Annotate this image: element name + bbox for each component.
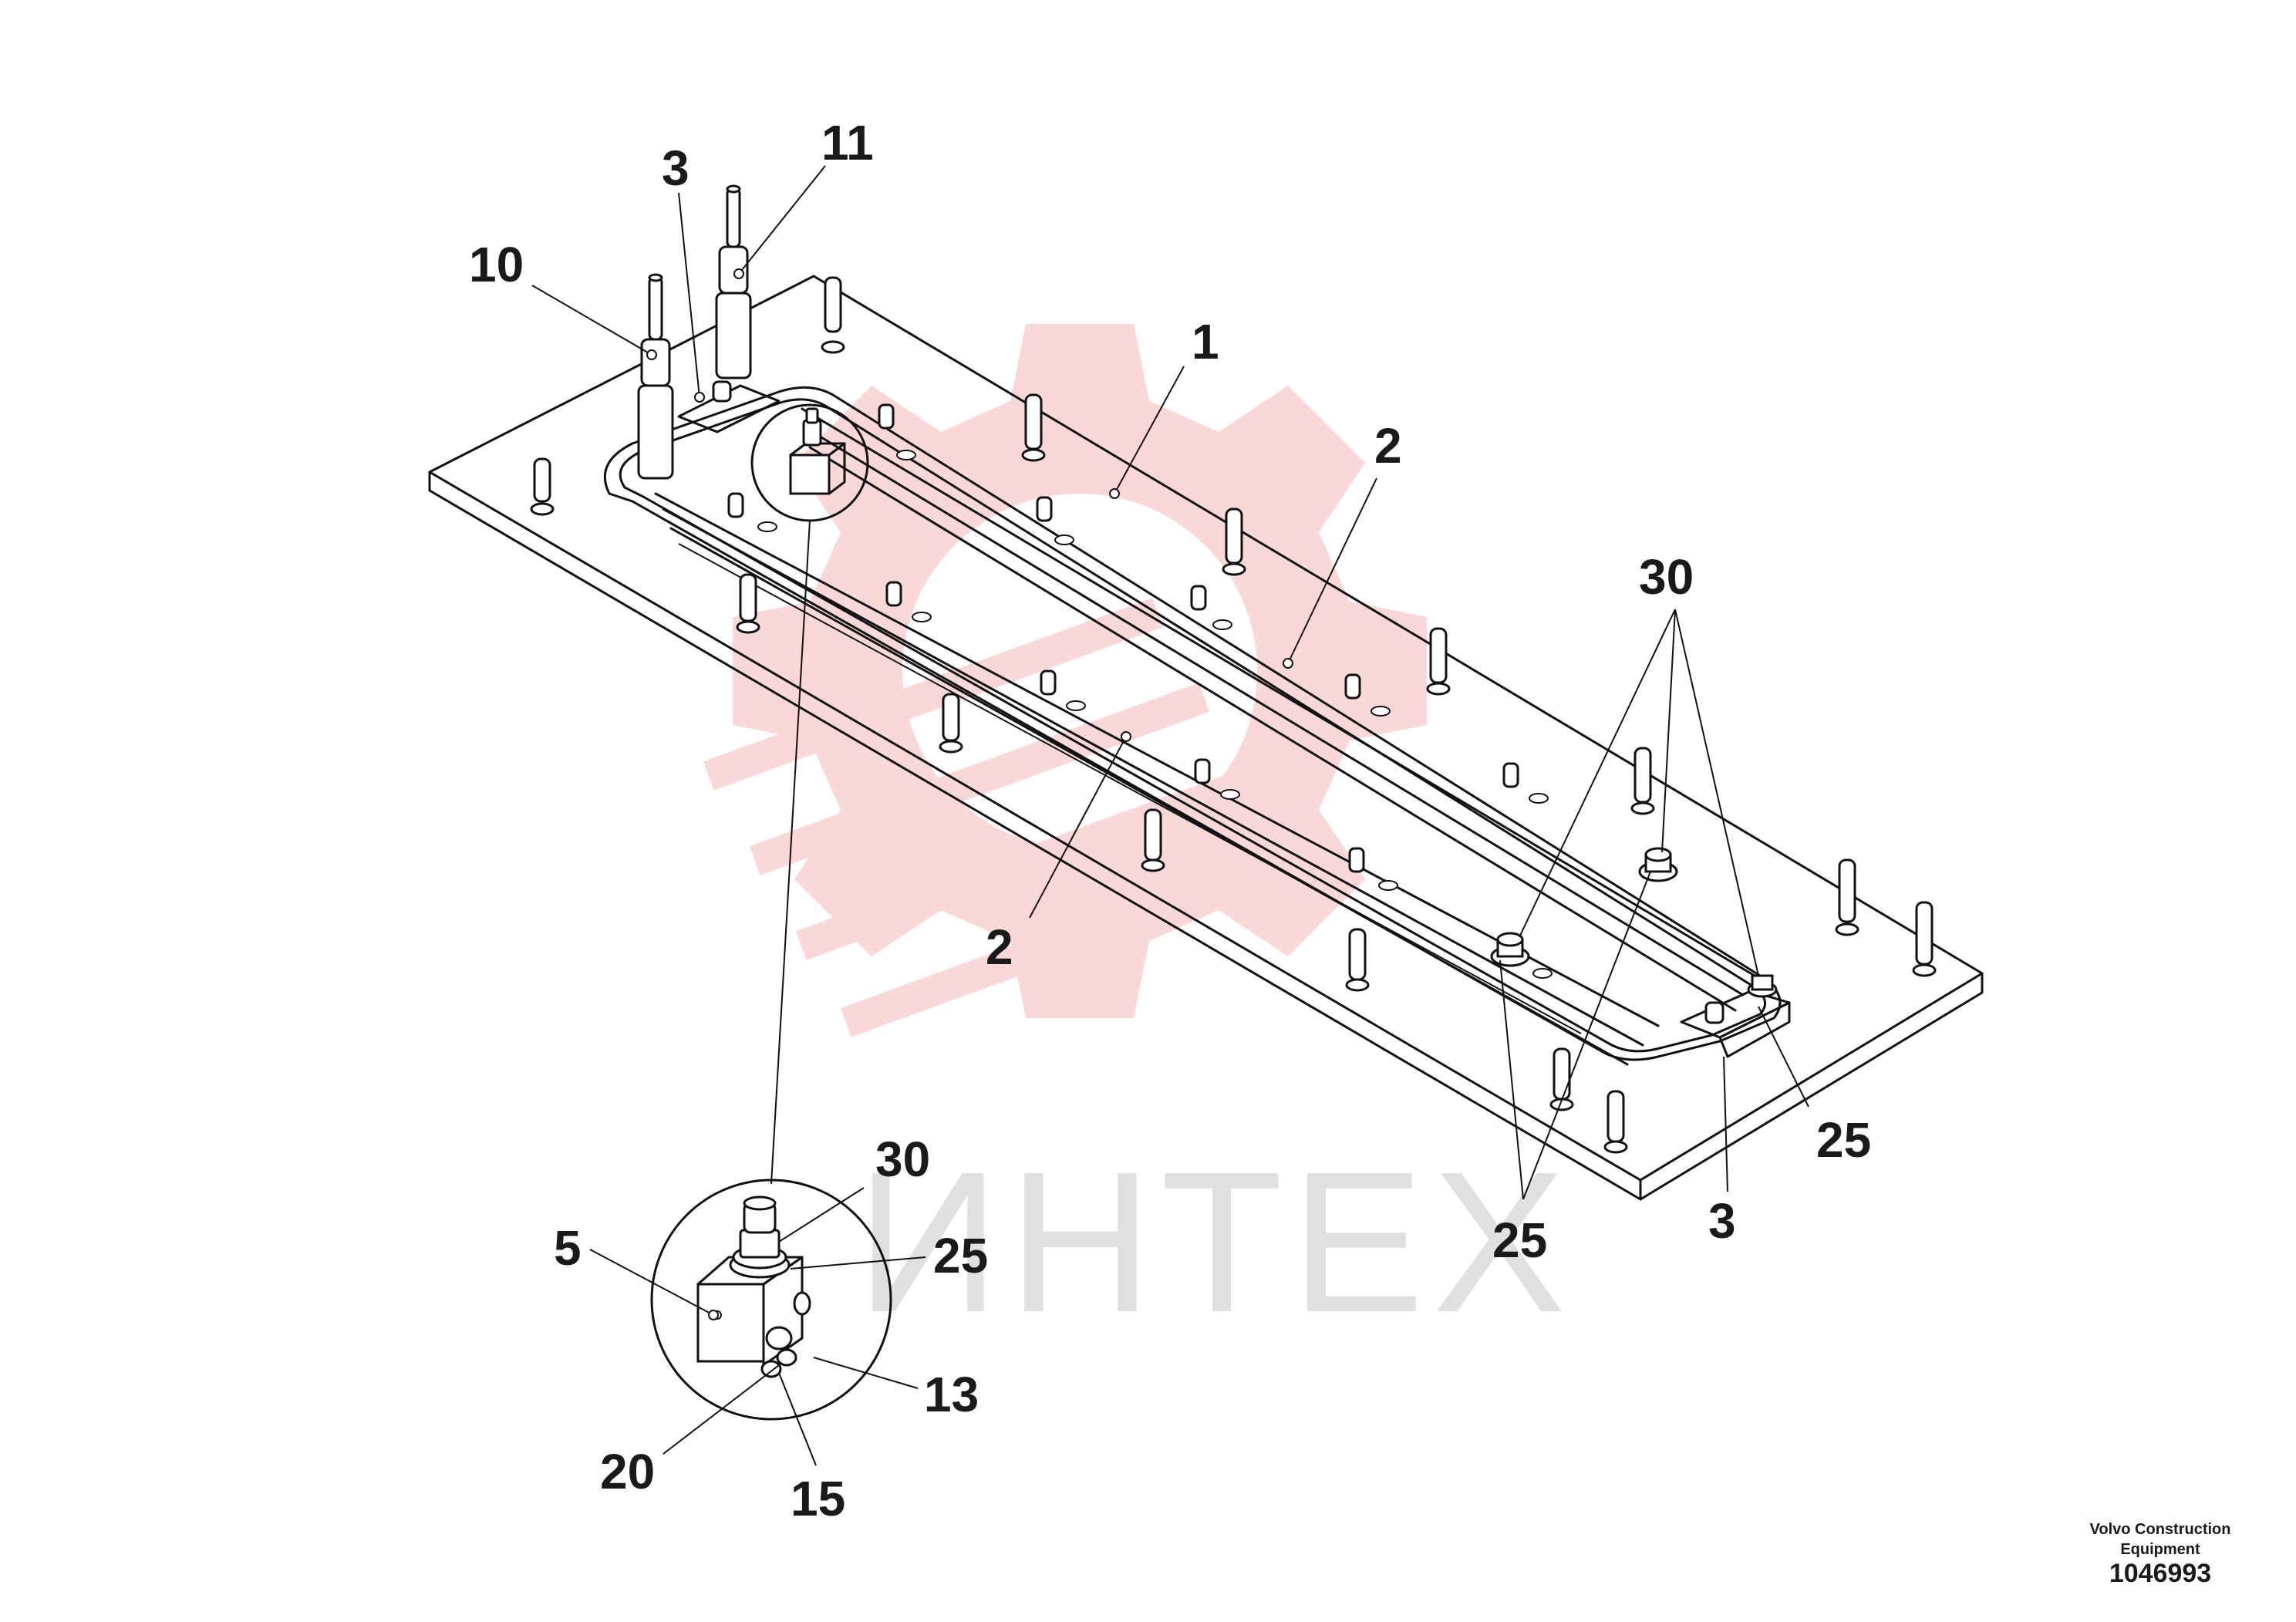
watermark: ИНТЕХ bbox=[703, 324, 1573, 1354]
stud bbox=[530, 457, 555, 516]
callout-25-right: 25 bbox=[1816, 1112, 1871, 1168]
credit-company: Volvo Construction Equipment bbox=[2045, 1519, 2276, 1560]
callout-30-detail: 30 bbox=[875, 1131, 930, 1187]
stud bbox=[1912, 901, 1937, 977]
rail-lower bbox=[654, 492, 1660, 1066]
callout-25-detail: 25 bbox=[933, 1228, 988, 1283]
callout-30-main: 30 bbox=[1639, 549, 1694, 605]
callout-20: 20 bbox=[600, 1444, 655, 1499]
leader-endpoints bbox=[646, 268, 1293, 1320]
stud bbox=[821, 276, 845, 354]
drawing-number: 1046993 bbox=[2109, 1559, 2212, 1588]
stud bbox=[1603, 1090, 1628, 1154]
studs bbox=[530, 276, 1937, 1154]
credit-line2: Equipment bbox=[2120, 1541, 2200, 1558]
rail-stud bbox=[1344, 673, 1361, 700]
clamp-right bbox=[1680, 974, 1791, 1058]
stud bbox=[939, 693, 963, 754]
callout-25-lower: 25 bbox=[1492, 1212, 1547, 1268]
rail-upper bbox=[801, 407, 1756, 1012]
callouts: 1 2 2 3 3 10 11 30 25 25 30 25 5 13 20 1… bbox=[469, 115, 1871, 1526]
stud bbox=[1141, 808, 1165, 872]
gear-watermark-icon bbox=[703, 324, 1427, 1037]
stud bbox=[1426, 627, 1451, 696]
rail-stud bbox=[727, 492, 744, 518]
callout-5: 5 bbox=[554, 1220, 582, 1276]
callout-3-right: 3 bbox=[1708, 1193, 1736, 1249]
rail-stud bbox=[1502, 762, 1519, 788]
clamp-left bbox=[677, 380, 781, 433]
rail-stud bbox=[885, 581, 902, 607]
callout-11: 11 bbox=[821, 115, 874, 170]
valve-detail bbox=[696, 1195, 811, 1378]
stud bbox=[1222, 508, 1246, 576]
callout-1: 1 bbox=[1192, 314, 1219, 369]
base-plate bbox=[428, 275, 1984, 1201]
stud bbox=[1345, 928, 1370, 992]
stud bbox=[1021, 393, 1046, 462]
actuator-11 bbox=[715, 184, 752, 379]
callout-15: 15 bbox=[791, 1471, 845, 1526]
callout-2-upper: 2 bbox=[1374, 418, 1402, 474]
nut-washer-upper bbox=[1638, 847, 1678, 882]
rail-holes bbox=[757, 450, 1553, 979]
rail-stud bbox=[1194, 758, 1211, 784]
rail-stud bbox=[1040, 669, 1057, 696]
stud bbox=[1630, 747, 1655, 815]
callout-10: 10 bbox=[469, 237, 524, 292]
callout-3-left: 3 bbox=[662, 140, 689, 196]
rail-stud bbox=[1036, 496, 1053, 522]
leader-lines bbox=[531, 165, 1809, 1466]
credit-line1: Volvo Construction bbox=[2089, 1521, 2231, 1538]
callout-2-lower: 2 bbox=[986, 919, 1013, 975]
detail-view bbox=[650, 520, 892, 1421]
stud bbox=[736, 573, 760, 634]
watermark-text: ИНТЕХ bbox=[856, 1131, 1573, 1354]
rail-stud bbox=[1190, 585, 1207, 611]
rail-stud bbox=[1348, 847, 1365, 873]
rail-stud bbox=[878, 403, 895, 430]
callout-13: 13 bbox=[924, 1367, 979, 1422]
actuator-10 bbox=[637, 273, 674, 480]
nut-washer-lower bbox=[1490, 932, 1530, 967]
stud bbox=[1835, 858, 1859, 936]
